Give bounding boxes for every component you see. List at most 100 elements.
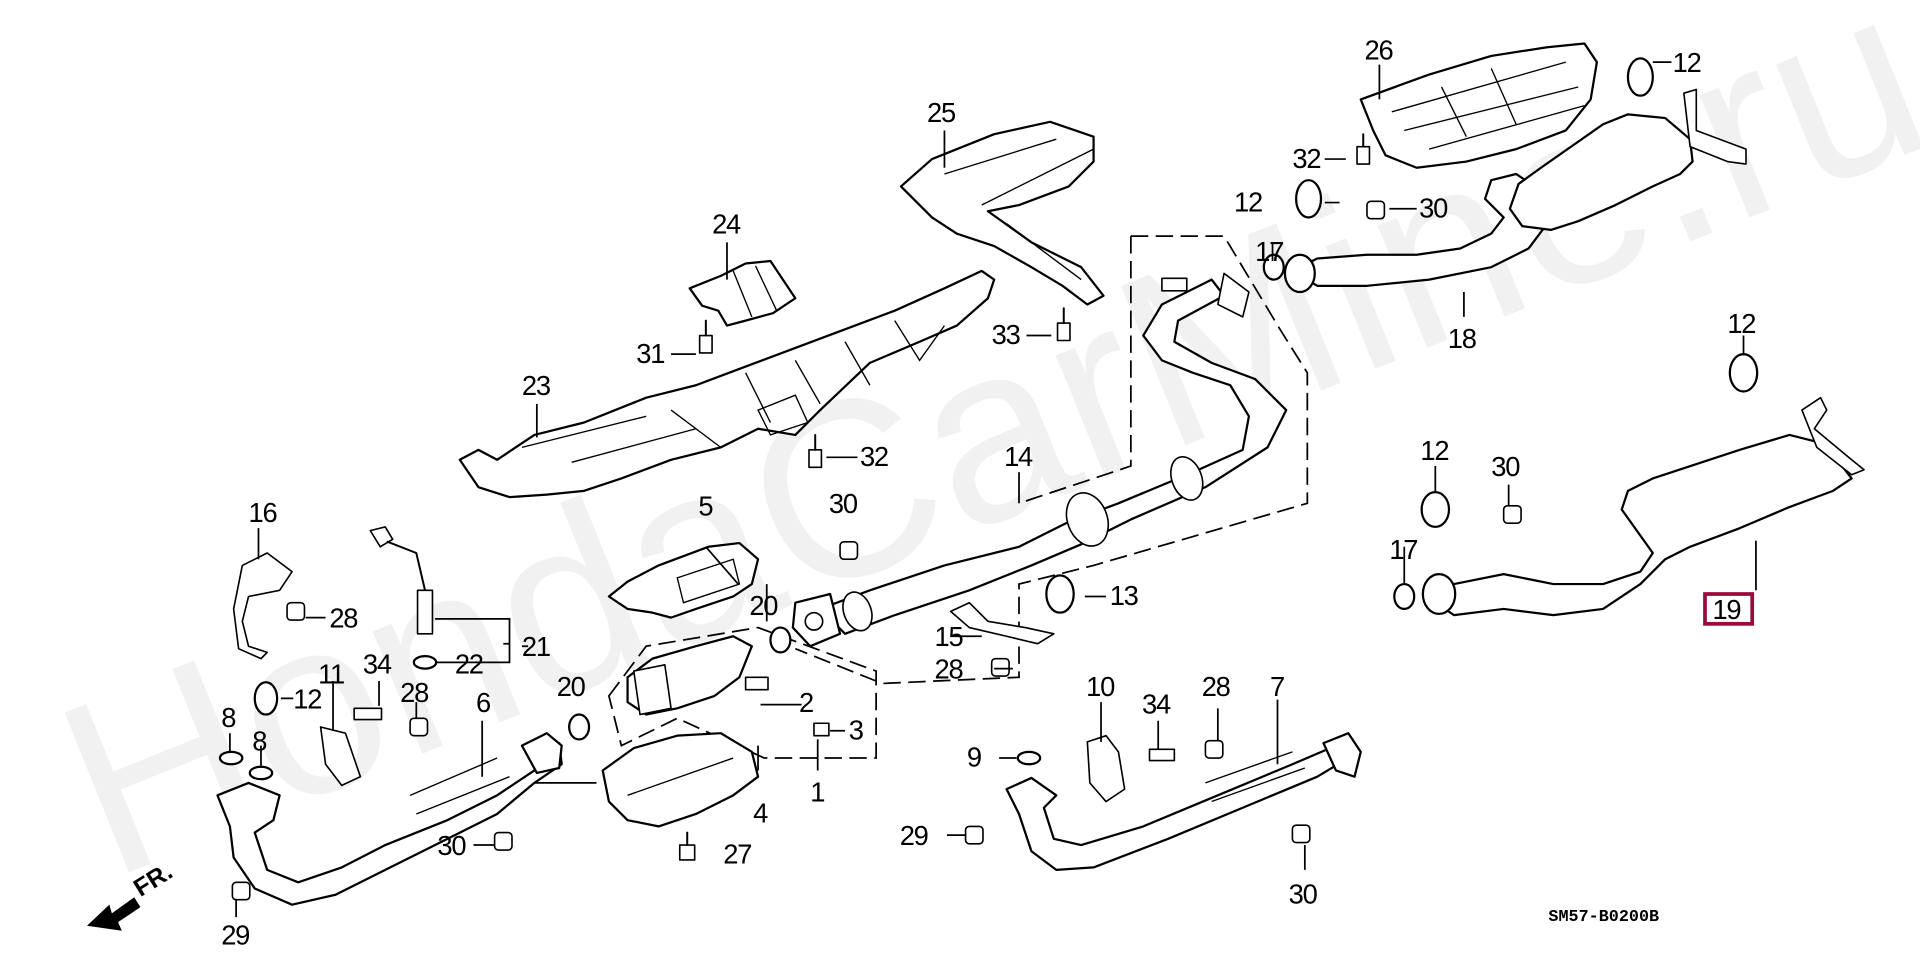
callout-2[interactable]: 2 bbox=[799, 687, 814, 718]
part-30-nut-right[interactable] bbox=[1502, 504, 1522, 524]
part-12-rubber-left[interactable] bbox=[253, 681, 279, 716]
callout-18[interactable]: 18 bbox=[1448, 323, 1478, 354]
part-13-rubber-mount[interactable] bbox=[1045, 574, 1075, 614]
callout-28-b[interactable]: 28 bbox=[400, 677, 430, 708]
part-14-center-pipe[interactable] bbox=[791, 272, 1288, 648]
part-27-bolt[interactable] bbox=[678, 831, 696, 861]
part-30-nut-bottom[interactable] bbox=[1291, 824, 1311, 844]
part-22-washer[interactable] bbox=[412, 655, 438, 670]
part-29-nut-right[interactable] bbox=[964, 825, 984, 845]
callout-21[interactable]: 21 bbox=[522, 631, 551, 662]
part-12-rubber-top[interactable] bbox=[1295, 179, 1323, 219]
part-28-nut-c[interactable] bbox=[1204, 739, 1224, 759]
callout-19[interactable]: 19 bbox=[1712, 594, 1741, 625]
callout-31[interactable]: 31 bbox=[636, 338, 665, 369]
callout-9[interactable]: 9 bbox=[967, 742, 982, 773]
callout-30-center[interactable]: 30 bbox=[829, 488, 859, 519]
callout-12-topright[interactable]: 12 bbox=[1673, 47, 1702, 78]
part-17-gasket-right[interactable] bbox=[1393, 582, 1416, 611]
part-6-front-pipe[interactable] bbox=[216, 732, 563, 906]
callout-29-right[interactable]: 29 bbox=[900, 820, 929, 851]
part-28-nut-a[interactable] bbox=[286, 601, 306, 621]
callout-1[interactable]: 1 bbox=[810, 777, 825, 808]
callout-7[interactable]: 7 bbox=[1270, 671, 1285, 702]
callout-13[interactable]: 13 bbox=[1110, 580, 1139, 611]
part-24-bracket[interactable] bbox=[688, 259, 797, 327]
callout-30-top[interactable]: 30 bbox=[1419, 192, 1449, 223]
part-15-hanger[interactable] bbox=[949, 601, 1055, 645]
callout-26[interactable]: 26 bbox=[1364, 35, 1393, 66]
part-3-nut[interactable] bbox=[813, 722, 830, 737]
part-4-heat-shield[interactable] bbox=[601, 732, 760, 828]
callout-10[interactable]: 10 bbox=[1086, 671, 1116, 702]
callout-4[interactable]: 4 bbox=[753, 798, 769, 829]
part-18-muffler[interactable] bbox=[1283, 88, 1747, 294]
part-25-heat-shield[interactable] bbox=[899, 120, 1105, 306]
callout-28-c[interactable]: 28 bbox=[1202, 671, 1232, 702]
part-29-nut-left[interactable] bbox=[231, 881, 251, 901]
callout-30-left[interactable]: 30 bbox=[437, 830, 467, 861]
part-33-bolt[interactable] bbox=[1056, 307, 1071, 342]
callout-16[interactable]: 16 bbox=[249, 497, 278, 528]
part-8-gasket-a[interactable] bbox=[218, 750, 244, 766]
callout-12-left[interactable]: 12 bbox=[293, 683, 322, 714]
part-30-nut-top[interactable] bbox=[1366, 200, 1386, 220]
callout-30-right[interactable]: 30 bbox=[1491, 451, 1521, 482]
part-10-bracket[interactable] bbox=[1086, 734, 1126, 803]
callout-33[interactable]: 33 bbox=[992, 319, 1021, 350]
part-16-sensor-bracket[interactable] bbox=[232, 552, 293, 660]
part-11-bracket[interactable] bbox=[319, 726, 362, 787]
part-26-heat-shield[interactable] bbox=[1359, 42, 1598, 169]
callout-28-a[interactable]: 28 bbox=[329, 603, 359, 634]
callout-17-right[interactable]: 17 bbox=[1389, 534, 1418, 565]
callout-30-bottom[interactable]: 30 bbox=[1289, 878, 1319, 909]
part-14-bolt[interactable] bbox=[1161, 277, 1188, 292]
part-12-rubber-right-b[interactable] bbox=[1728, 353, 1759, 393]
part-21-oxygen-sensor[interactable] bbox=[369, 526, 434, 635]
part-12-rubber-right-a[interactable] bbox=[1420, 490, 1451, 529]
part-28-nut-d[interactable] bbox=[990, 657, 1010, 677]
callout-8b[interactable]: 8 bbox=[252, 726, 268, 757]
part-7-front-pipe[interactable] bbox=[1005, 732, 1362, 872]
callout-17-top[interactable]: 17 bbox=[1255, 236, 1284, 267]
part-23-heat-shield[interactable] bbox=[458, 269, 996, 499]
part-20-gasket-a[interactable] bbox=[769, 626, 792, 654]
callout-28-d[interactable]: 28 bbox=[935, 654, 965, 685]
part-34-bolt-right[interactable] bbox=[1148, 748, 1176, 762]
part-20-gasket-b[interactable] bbox=[568, 713, 591, 741]
callout-32-lower[interactable]: 32 bbox=[860, 441, 889, 472]
callout-15[interactable]: 15 bbox=[935, 621, 965, 652]
callout-24[interactable]: 24 bbox=[712, 209, 742, 240]
callout-12-right-a[interactable]: 12 bbox=[1420, 435, 1449, 466]
part-30-nut-left[interactable] bbox=[493, 831, 513, 851]
part-30-nut-center[interactable] bbox=[839, 541, 859, 561]
part-17-gasket-top[interactable] bbox=[1262, 253, 1285, 281]
part-2-bolt[interactable] bbox=[744, 676, 769, 691]
part-9-gasket[interactable] bbox=[1016, 750, 1042, 766]
callout-32-upper[interactable]: 32 bbox=[1292, 143, 1321, 174]
callout-29-left[interactable]: 29 bbox=[221, 919, 250, 950]
callout-25[interactable]: 25 bbox=[927, 97, 957, 128]
part-34-bolt-left[interactable] bbox=[353, 707, 383, 721]
part-31-bolt[interactable] bbox=[698, 319, 713, 354]
callout-34-left[interactable]: 34 bbox=[363, 649, 393, 680]
callout-27[interactable]: 27 bbox=[723, 839, 752, 870]
callout-12-top[interactable]: 12 bbox=[1234, 186, 1263, 217]
callout-12-right-b[interactable]: 12 bbox=[1727, 308, 1756, 339]
part-1-catalytic-converter[interactable] bbox=[626, 635, 753, 716]
part-19-muffler[interactable] bbox=[1421, 396, 1865, 617]
part-32-bolt-lower[interactable] bbox=[808, 433, 823, 469]
callout-6[interactable]: 6 bbox=[476, 687, 491, 718]
callout-3[interactable]: 3 bbox=[849, 714, 864, 745]
callout-20-b[interactable]: 20 bbox=[557, 671, 587, 702]
callout-22[interactable]: 22 bbox=[455, 649, 484, 680]
part-32-bolt-upper[interactable] bbox=[1356, 133, 1371, 165]
callout-20-a[interactable]: 20 bbox=[749, 590, 779, 621]
callout-8a[interactable]: 8 bbox=[221, 702, 237, 733]
part-28-nut-b[interactable] bbox=[409, 717, 429, 737]
callout-19-highlighted[interactable]: 19 bbox=[1703, 592, 1755, 626]
part-12-rubber-topright[interactable] bbox=[1626, 57, 1654, 97]
callout-34-right[interactable]: 34 bbox=[1142, 688, 1172, 719]
callout-5[interactable]: 5 bbox=[698, 491, 714, 522]
part-8-gasket-b[interactable] bbox=[248, 765, 274, 781]
